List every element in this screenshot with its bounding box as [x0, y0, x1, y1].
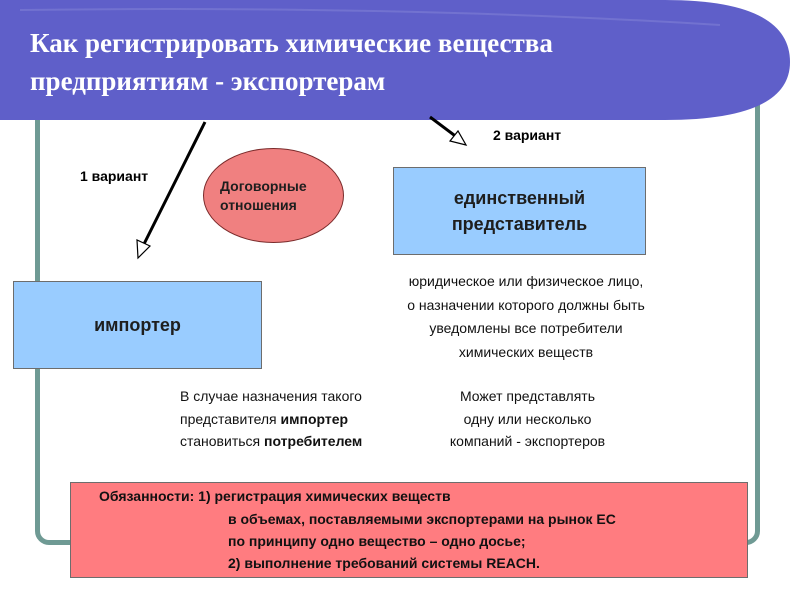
duties-line-4: 2) выполнение требований системы REACH.	[228, 555, 540, 571]
sole-representative-box: единственный представитель	[393, 167, 646, 255]
duties-box: Обязанности: 1) регистрация химических в…	[70, 482, 748, 578]
page-title: Как регистрировать химические вещества п…	[30, 24, 710, 100]
title-line-2: предприятиям - экспортерам	[30, 66, 386, 96]
representative-line-1: единственный	[453, 188, 586, 208]
variant-1-label: 1 вариант	[80, 168, 149, 184]
description-line: юридическое или физическое лицо,	[408, 273, 644, 289]
title-line-1: Как регистрировать химические вещества	[30, 28, 553, 58]
case-note-bold: импортер	[280, 410, 349, 427]
capability-line: одну или несколько	[463, 410, 592, 427]
importer-label: импортер	[94, 315, 181, 335]
representative-line-2: представитель	[451, 214, 588, 234]
case-note-line-1: В случае назначения такого	[180, 388, 362, 404]
case-note-text: становиться	[180, 433, 264, 449]
capability-line: компаний - экспортеров	[449, 433, 606, 449]
representative-capability-note: Может представлять одну или несколько ко…	[420, 385, 635, 453]
duties-line-2: в объемах, поставляемыми экспортерами на…	[228, 511, 616, 527]
contract-relations-ellipse: Договорные отношения	[203, 148, 344, 243]
contract-line-2: отношения	[220, 196, 297, 213]
capability-line: Может представлять	[459, 388, 596, 404]
contract-line-1: Договорные	[220, 177, 307, 194]
variant-2-label: 2 вариант	[493, 127, 562, 143]
description-line: уведомлены все потребители	[429, 320, 623, 336]
case-note-text: представителя	[180, 410, 281, 427]
importer-case-note: В случае назначения такого представителя…	[180, 385, 362, 453]
description-line: химических веществ	[458, 343, 594, 360]
case-note-line-3: становиться потребителем	[180, 430, 362, 453]
case-note-line-2: представителя импортер	[180, 408, 362, 431]
representative-description: юридическое или физическое лицо, о назна…	[366, 270, 686, 364]
case-note-bold: потребителем	[264, 433, 363, 449]
description-line: о назначении которого должны быть	[407, 296, 645, 313]
importer-box: импортер	[13, 281, 262, 369]
duties-line-3: по принципу одно вещество – одно досье;	[228, 533, 526, 549]
title-banner	[0, 0, 790, 120]
duties-line-1: Обязанности: 1) регистрация химических в…	[99, 488, 451, 504]
